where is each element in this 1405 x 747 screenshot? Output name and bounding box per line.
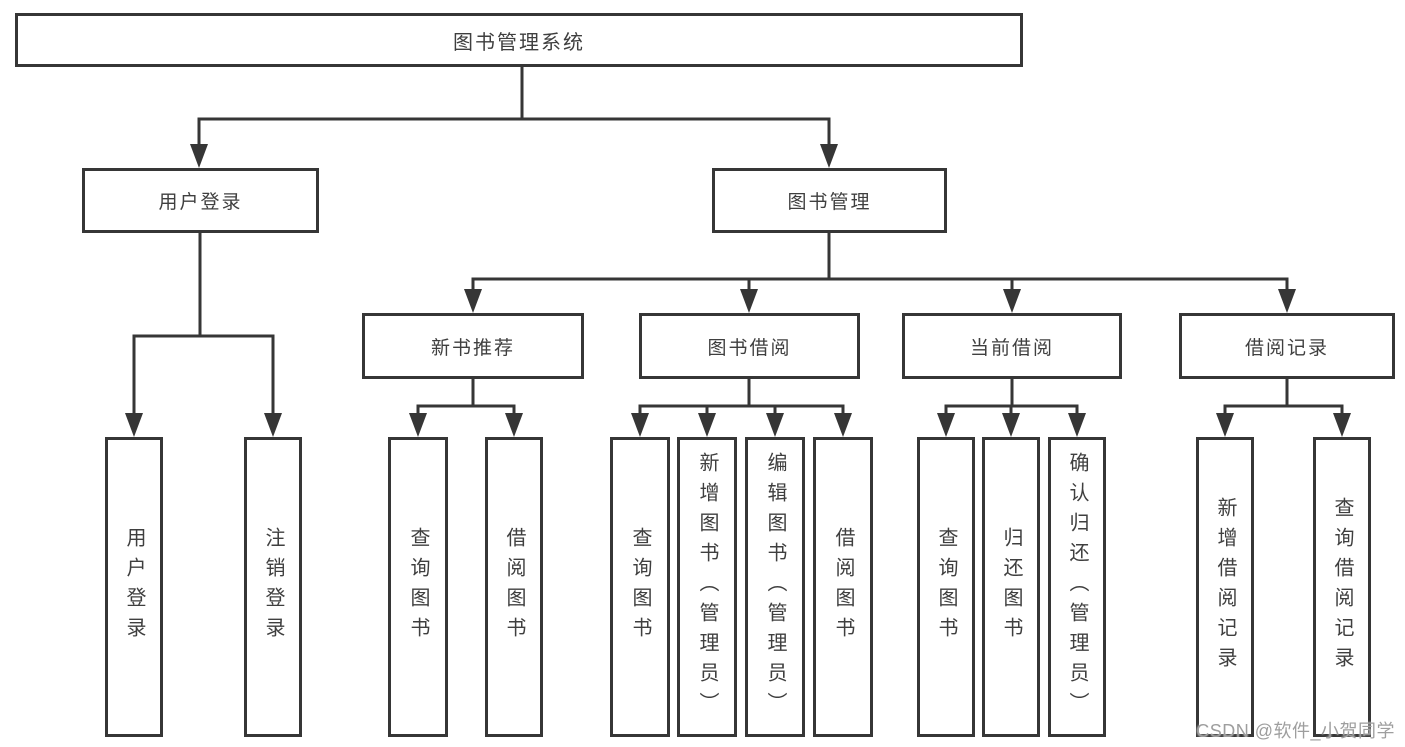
edge-new-book-rec-children bbox=[409, 377, 523, 437]
node-borrow-edit-books-admin: 编辑图书（管理员） bbox=[745, 437, 805, 737]
node-current-borrow: 当前借阅 bbox=[902, 313, 1122, 379]
node-records-add-record: 新增借阅记录 bbox=[1196, 437, 1254, 737]
node-newrec-query-books: 查询图书 bbox=[388, 437, 448, 737]
node-current-query-books: 查询图书 bbox=[917, 437, 975, 737]
node-borrow-query-books: 查询图书 bbox=[610, 437, 670, 737]
node-borrow-borrow-books: 借阅图书 bbox=[813, 437, 873, 737]
edge-borrow-records-children bbox=[1216, 377, 1351, 437]
node-library-system: 图书管理系统 bbox=[15, 13, 1023, 67]
node-current-confirm-return-admin: 确认归还（管理员） bbox=[1048, 437, 1106, 737]
node-user-login-leaf: 用户登录 bbox=[105, 437, 163, 737]
edge-book-borrow-children bbox=[631, 377, 852, 437]
node-current-return-books: 归还图书 bbox=[982, 437, 1040, 737]
node-book-management: 图书管理 bbox=[712, 168, 947, 233]
node-newrec-borrow-books: 借阅图书 bbox=[485, 437, 543, 737]
node-records-query-record: 查询借阅记录 bbox=[1313, 437, 1371, 737]
node-borrow-add-books-admin: 新增图书（管理员） bbox=[677, 437, 737, 737]
edge-book-management-children bbox=[464, 231, 1296, 313]
node-new-book-recommendation: 新书推荐 bbox=[362, 313, 584, 379]
node-borrow-records: 借阅记录 bbox=[1179, 313, 1395, 379]
edge-root-children bbox=[190, 65, 838, 168]
node-logout-leaf: 注销登录 bbox=[244, 437, 302, 737]
edge-user-login-children bbox=[125, 231, 282, 437]
csdn-watermark: CSDN @软件_小贺同学 bbox=[1196, 721, 1395, 741]
node-user-login: 用户登录 bbox=[82, 168, 319, 233]
edge-current-borrow-children bbox=[937, 377, 1086, 437]
node-book-borrow: 图书借阅 bbox=[639, 313, 860, 379]
